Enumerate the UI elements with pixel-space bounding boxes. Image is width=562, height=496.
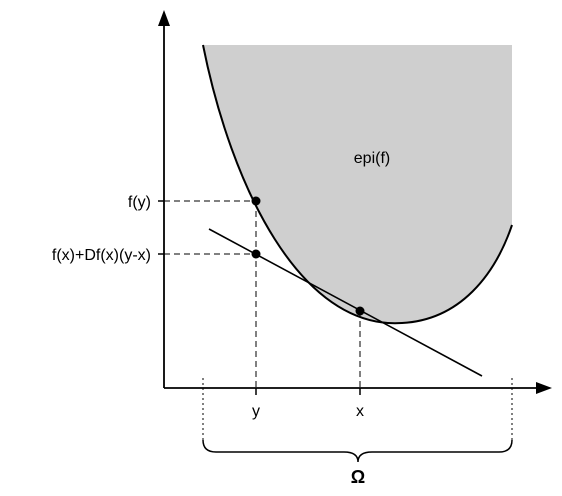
x-axis-arrowhead bbox=[536, 382, 552, 394]
function-curve bbox=[202, 44, 513, 325]
point-tangent-at-y bbox=[251, 249, 261, 259]
y-label-f-of-y: f(y) bbox=[128, 194, 151, 211]
domain-brace bbox=[202, 439, 513, 463]
x-label-x: x bbox=[356, 403, 364, 420]
y-axis-arrowhead bbox=[158, 10, 170, 26]
point-f-of-y bbox=[251, 196, 261, 206]
domain-label: Ω bbox=[351, 467, 365, 487]
y-label-tangent-value: f(x)+Df(x)(y-x) bbox=[52, 247, 151, 264]
region-label: epi(f) bbox=[354, 150, 390, 167]
x-label-y: y bbox=[252, 403, 260, 420]
epigraph-region bbox=[203, 45, 512, 324]
point-tangency-at-x bbox=[355, 306, 365, 316]
